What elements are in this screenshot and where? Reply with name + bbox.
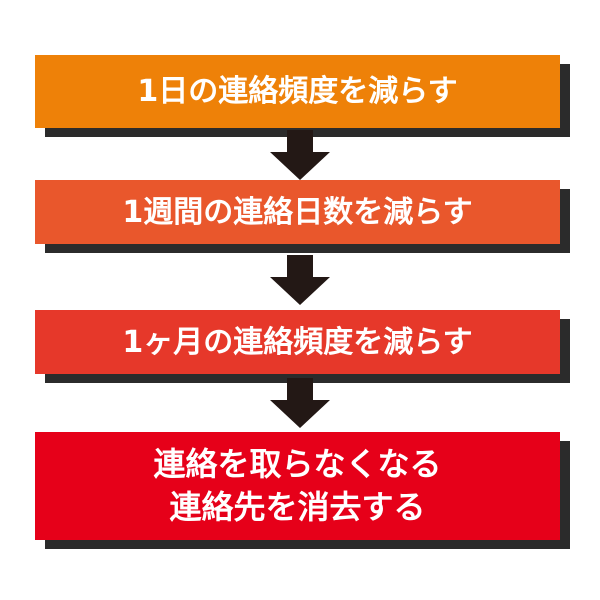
step-label: 1週間の連絡日数を減らす <box>122 194 473 230</box>
step-reduce-monthly-contact: 1ヶ月の連絡頻度を減らす <box>35 310 560 374</box>
step-label: 1ヶ月の連絡頻度を減らす <box>122 324 473 360</box>
down-arrow-icon <box>270 255 330 305</box>
down-arrow-icon <box>270 378 330 428</box>
step-reduce-daily-contact: 1日の連絡頻度を減らす <box>35 55 560 128</box>
step-stop-contact-delete: 連絡を取らなくなる 連絡先を消去する <box>35 432 560 540</box>
step-reduce-weekly-contact-days: 1週間の連絡日数を減らす <box>35 180 560 244</box>
step-label: 連絡を取らなくなる 連絡先を消去する <box>153 444 442 526</box>
step-label: 1日の連絡頻度を減らす <box>137 74 458 109</box>
down-arrow-icon <box>270 130 330 180</box>
